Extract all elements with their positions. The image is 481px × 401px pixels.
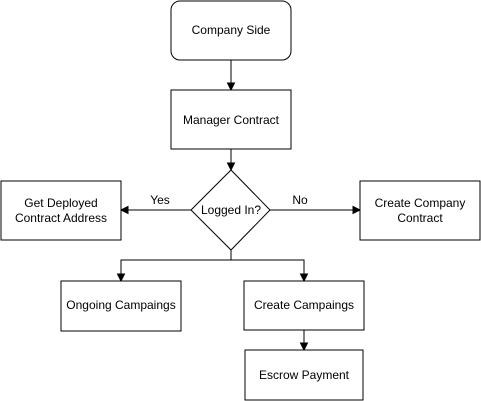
edge-no-label: No [292,193,308,207]
node-get-deployed-label-line-1: Get Deployed [24,196,97,210]
arrowhead [352,205,362,215]
node-escrow-payment-box [244,349,364,401]
node-logged-in-label: Logged In? [201,203,261,217]
node-manager-contract: Manager Contract [170,89,292,150]
node-escrow-payment: Escrow Payment [244,349,364,401]
node-create-company: Create Company Contract [359,180,481,241]
node-create-company-label-line-2: Contract [397,211,443,225]
arrowhead [116,273,126,283]
edge-manager-to-decision [226,149,236,172]
node-create-campaings-label: Create Campaings [254,298,354,312]
node-get-deployed-label-line-2: Contract Address [15,211,107,225]
node-get-deployed: Get Deployed Contract Address [0,180,122,241]
node-company-side-label: Company Side [192,23,271,37]
edge-decision-branch [116,250,309,283]
node-create-company-label-line-1: Create Company [375,196,466,210]
node-logged-in-decision: Logged In? [190,169,271,251]
node-ongoing-campaings: Ongoing Campaings [60,280,182,332]
edge-company-to-manager [226,60,236,92]
edge-create-to-escrow [299,330,309,352]
node-manager-contract-label: Manager Contract [183,113,280,127]
edge-yes-label: Yes [150,193,170,207]
node-create-company-box [359,180,481,241]
edge-to-create-campaings-line [231,259,305,274]
arrowhead [119,205,129,215]
node-ongoing-campaings-box [60,280,182,332]
edge-no: No [270,193,362,215]
arrowhead [299,273,309,283]
arrowhead [226,82,236,92]
arrowhead [226,162,236,172]
node-manager-contract-box [170,89,292,150]
node-create-campaings: Create Campaings [243,280,365,331]
arrowhead [299,342,309,352]
edge-yes: Yes [119,193,191,215]
node-ongoing-campaings-label: Ongoing Campaings [66,298,175,312]
node-company-side: Company Side [170,0,292,61]
node-escrow-payment-label: Escrow Payment [259,368,350,382]
edge-to-ongoing-line [120,250,232,274]
node-get-deployed-box [0,180,122,241]
